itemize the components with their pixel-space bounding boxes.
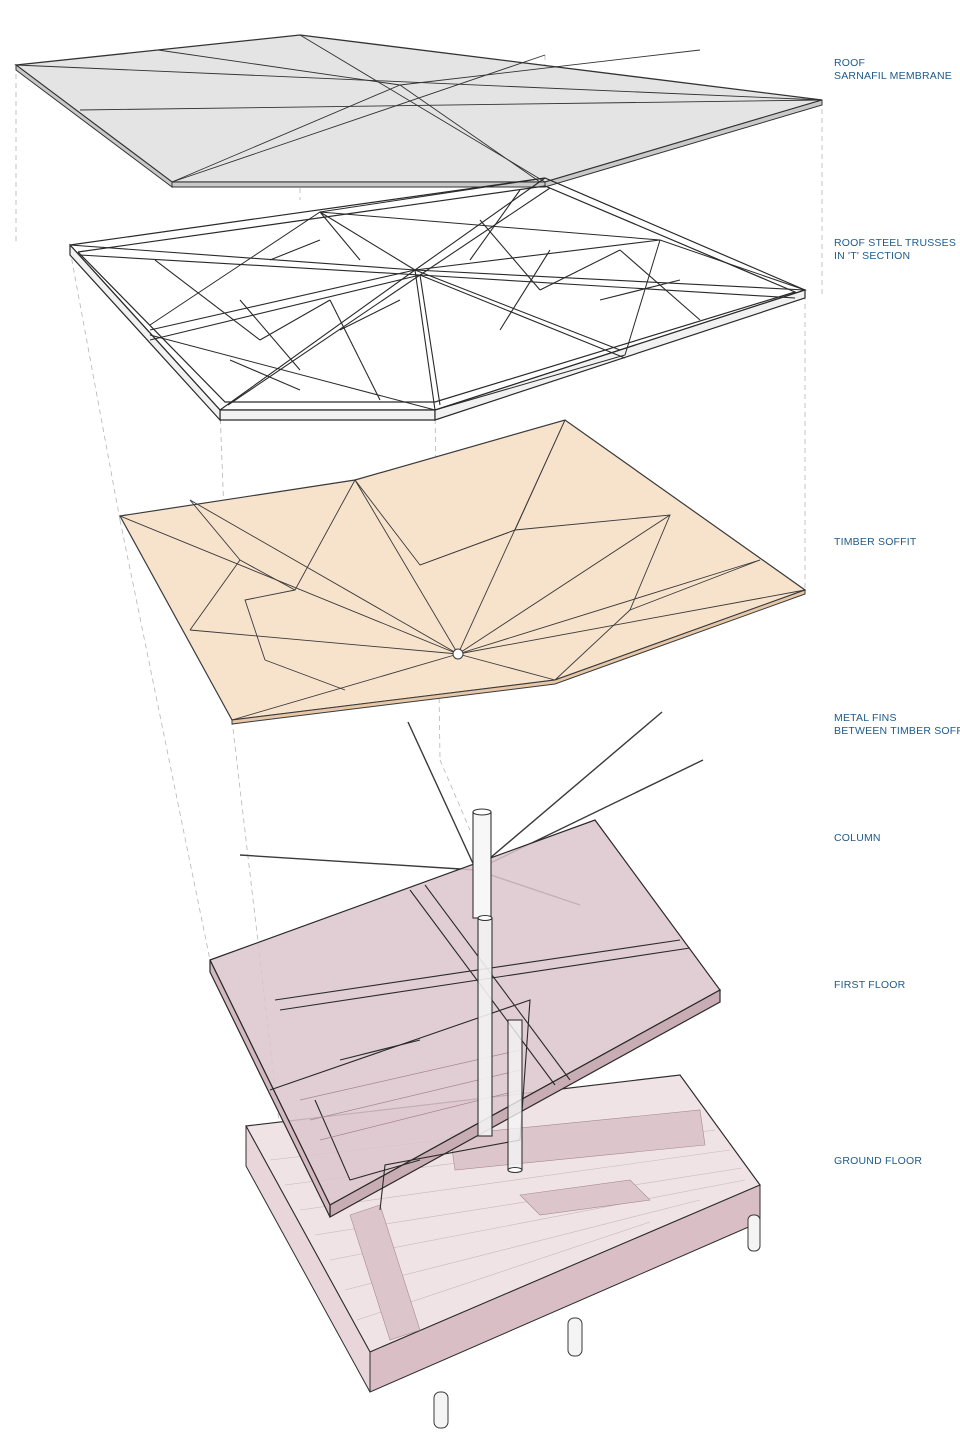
label-trusses-line-1: ROOF STEEL TRUSSES <box>834 237 957 249</box>
label-first-floor: FIRST FLOOR <box>834 979 905 992</box>
label-timber-soffit: TIMBER SOFFIT <box>834 536 917 549</box>
label-ground-floor-line-1: GROUND FLOOR <box>834 1155 923 1167</box>
timber-soffit <box>119 419 807 725</box>
label-fins-line-1: METAL FINS <box>834 712 897 724</box>
label-roof-line-1: ROOF <box>834 57 866 69</box>
label-soffit-line-1: TIMBER SOFFIT <box>834 536 917 548</box>
column <box>472 808 523 1174</box>
label-column-line-1: COLUMN <box>834 832 881 844</box>
roof-membrane <box>14 34 823 188</box>
label-first-floor-line-1: FIRST FLOOR <box>834 979 906 991</box>
label-trusses-line-2: IN 'T' SECTION <box>834 250 911 262</box>
label-column: COLUMN <box>834 832 881 845</box>
roof-steel-trusses <box>69 177 807 422</box>
label-roof-line-2: SARNAFIL MEMBRANE <box>834 70 952 82</box>
label-fins-line-2: BETWEEN TIMBER SOFFIT <box>834 725 960 737</box>
label-roof-steel-trusses: ROOF STEEL TRUSSES IN 'T' SECTION <box>834 237 956 263</box>
label-metal-fins: METAL FINS BETWEEN TIMBER SOFFIT <box>834 712 960 738</box>
first-floor <box>209 819 721 1219</box>
label-ground-floor: GROUND FLOOR <box>834 1155 922 1168</box>
label-roof: ROOF SARNAFIL MEMBRANE <box>834 57 952 83</box>
